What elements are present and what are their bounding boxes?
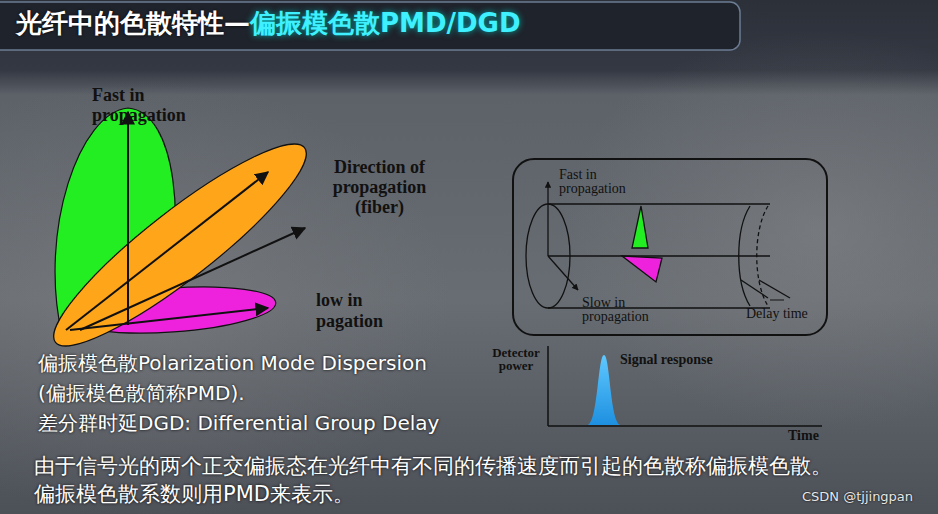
chart-label: Signal response xyxy=(620,352,713,368)
definition-text: (偏振模色散简称PMD). xyxy=(38,382,245,405)
definition-text: 偏振模色散Polarization Mode Dispersion xyxy=(38,352,427,375)
polarization-figure xyxy=(35,108,326,369)
title-bar xyxy=(0,2,740,50)
axis-label: Detector power xyxy=(486,346,546,372)
axis-label: Fast in propagation xyxy=(92,86,222,126)
axis-label: Direction of propagation (fiber) xyxy=(312,158,447,217)
explanation-text: 偏振模色散系数则用PMD来表示。 xyxy=(34,482,354,506)
slide-title: 光纤中的色散特性— xyxy=(16,9,250,39)
fiber-box: Fast in propagationSlow in propagation De… xyxy=(512,158,828,336)
explanation-text: 由于信号光的两个正交偏振态在光纤中有不同的传播速度而引起的色散称偏振模色散。 xyxy=(34,454,832,478)
fiber-label: Delay time xyxy=(746,306,808,322)
fiber-label: Slow in propagation xyxy=(582,296,682,324)
watermark: CSDN @tjjingpan xyxy=(802,490,913,505)
title-highlight: 偏振模色散PMD/DGD xyxy=(250,9,521,39)
fiber-label: Fast in propagation xyxy=(559,168,659,196)
axis-label: Time xyxy=(788,428,819,444)
signal-chart xyxy=(548,346,822,426)
axis-label: low in pagation xyxy=(316,290,406,331)
definition-text: 差分群时延DGD: Differential Group Delay xyxy=(38,412,439,435)
fiber-figure xyxy=(526,182,790,308)
